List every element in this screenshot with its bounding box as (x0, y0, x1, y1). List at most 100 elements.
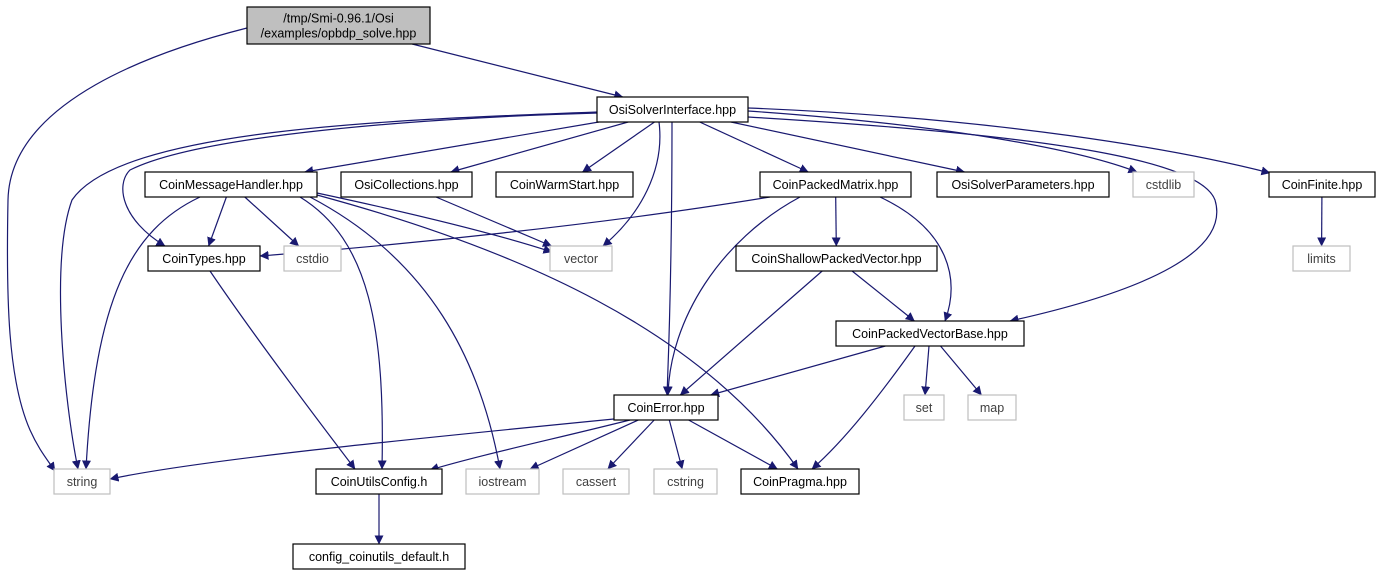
node-map: map (967, 394, 1017, 421)
node-root[interactable]: /tmp/Smi-0.96.1/Osi/examples/opbdp_solve… (246, 6, 431, 45)
node-coinerror[interactable]: CoinError.hpp (613, 394, 719, 421)
edge-osisolverinterface-to-coinerror (662, 121, 673, 396)
node-iostream: iostream (465, 468, 540, 495)
edge-coinerror-to-cassert (607, 419, 655, 470)
node-box-map (967, 394, 1017, 421)
node-box-coinwarmstart (495, 171, 634, 198)
node-set: set (903, 394, 945, 421)
node-box-coinfinite (1268, 171, 1376, 198)
edge-coinshallowpackedvector-to-coinpackedvectorbase (851, 270, 915, 322)
node-osisolverparameters[interactable]: OsiSolverParameters.hpp (936, 171, 1110, 198)
node-label-coinfinite: CoinFinite.hpp (1282, 178, 1363, 192)
node-label-coinutilsconfig: CoinUtilsConfig.h (331, 475, 428, 489)
edge-coinpackedvectorbase-to-set (921, 345, 931, 396)
node-label-limits: limits (1307, 252, 1335, 266)
node-osicollections[interactable]: OsiCollections.hpp (340, 171, 473, 198)
node-config_coinutils_default[interactable]: config_coinutils_default.h (292, 543, 466, 570)
node-box-cstring (653, 468, 718, 495)
node-coinwarmstart[interactable]: CoinWarmStart.hpp (495, 171, 634, 198)
node-label-cointypes: CoinTypes.hpp (162, 252, 245, 266)
node-label-osisolverinterface: OsiSolverInterface.hpp (609, 103, 736, 117)
edge-cointypes-to-coinutilsconfig (209, 270, 356, 470)
node-label-cstdlib: cstdlib (1146, 178, 1181, 192)
node-box-osisolverparameters (936, 171, 1110, 198)
node-label-cassert: cassert (576, 475, 617, 489)
node-label-coinerror: CoinError.hpp (627, 401, 704, 415)
node-box-config_coinutils_default (292, 543, 466, 570)
node-label-config_coinutils_default: config_coinutils_default.h (309, 550, 449, 564)
edge-osisolverinterface-to-coinpackedvectorbase (747, 116, 1218, 324)
edge-coinpackedmatrix-to-coinpackedvectorbase (879, 196, 953, 322)
edge-osisolverinterface-to-coinmessagehandler (304, 121, 600, 176)
node-label-coinpackedmatrix: CoinPackedMatrix.hpp (773, 178, 899, 192)
node-box-osicollections (340, 171, 473, 198)
node-cassert: cassert (562, 468, 630, 495)
node-cointypes[interactable]: CoinTypes.hpp (147, 245, 261, 272)
node-label-osisolverparameters: OsiSolverParameters.hpp (951, 178, 1094, 192)
node-box-cstdio (283, 245, 342, 272)
node-label-cstring: cstring (667, 475, 704, 489)
edge-osisolverinterface-to-osicollections (450, 121, 629, 175)
node-coinpragma[interactable]: CoinPragma.hpp (740, 468, 860, 495)
node-coinmessagehandler[interactable]: CoinMessageHandler.hpp (144, 171, 318, 198)
edge-osicollections-to-vector (435, 196, 552, 247)
edge-osisolverinterface-to-coinfinite (747, 107, 1271, 176)
node-label-coinmessagehandler: CoinMessageHandler.hpp (159, 178, 303, 192)
edge-osisolverinterface-to-cstdlib (747, 110, 1138, 174)
node-box-coinpackedvectorbase (835, 320, 1025, 347)
edge-coinpackedmatrix-to-coinerror (663, 196, 801, 396)
node-label-coinwarmstart: CoinWarmStart.hpp (510, 178, 619, 192)
edge-coinmessagehandler-to-cstdio (244, 196, 300, 247)
node-label-coinpackedvectorbase: CoinPackedVectorBase.hpp (852, 327, 1008, 341)
node-label-root: /tmp/Smi-0.96.1/Osi/examples/opbdp_solve… (261, 12, 417, 41)
node-box-string (53, 468, 111, 495)
edge-coinmessagehandler-to-cointypes (207, 196, 227, 247)
edge-osisolverinterface-to-vector (602, 121, 661, 247)
edge-osisolverinterface-to-cointypes (122, 112, 599, 247)
node-limits: limits (1292, 245, 1351, 272)
edge-coinmessagehandler-to-coinutilsconfig (299, 196, 387, 470)
node-box-set (903, 394, 945, 421)
edge-osisolverinterface-to-coinpackedmatrix (699, 121, 809, 173)
node-coinshallowpackedvector[interactable]: CoinShallowPackedVector.hpp (735, 245, 938, 272)
node-coinfinite[interactable]: CoinFinite.hpp (1268, 171, 1376, 198)
node-label-vector: vector (564, 252, 598, 266)
edge-coinpackedvectorbase-to-coinerror (710, 345, 886, 398)
edge-coinpackedvectorbase-to-map (940, 345, 982, 396)
node-coinutilsconfig[interactable]: CoinUtilsConfig.h (315, 468, 443, 495)
node-label-map: map (980, 401, 1004, 415)
node-box-cassert (562, 468, 630, 495)
node-coinpackedmatrix[interactable]: CoinPackedMatrix.hpp (759, 171, 912, 198)
edge-root-to-string (6, 27, 248, 472)
edge-coinerror-to-iostream (529, 419, 639, 470)
edge-root-to-osisolverinterface (411, 43, 624, 100)
node-box-limits (1292, 245, 1351, 272)
node-label-osicollections: OsiCollections.hpp (354, 178, 458, 192)
edge-coinmessagehandler-to-string (81, 196, 201, 470)
node-label-cstdio: cstdio (296, 252, 329, 266)
node-cstdio: cstdio (283, 245, 342, 272)
node-osisolverinterface[interactable]: OsiSolverInterface.hpp (596, 96, 749, 123)
node-box-coinshallowpackedvector (735, 245, 938, 272)
edge-coinpackedmatrix-to-coinshallowpackedvector (831, 196, 841, 247)
node-box-vector (549, 245, 613, 272)
nodes-layer: /tmp/Smi-0.96.1/Osi/examples/opbdp_solve… (53, 6, 1376, 570)
edge-coinmessagehandler-to-coinpragma (316, 194, 799, 470)
node-label-coinpragma: CoinPragma.hpp (753, 475, 847, 489)
edge-coinerror-to-coinpragma (688, 419, 778, 470)
node-cstring: cstring (653, 468, 718, 495)
edge-coinmessagehandler-to-iostream (309, 196, 503, 470)
node-box-root (246, 6, 431, 45)
node-box-coinpragma (740, 468, 860, 495)
node-coinpackedvectorbase[interactable]: CoinPackedVectorBase.hpp (835, 320, 1025, 347)
node-label-set: set (916, 401, 933, 415)
edge-coinmessagehandler-to-vector (316, 192, 553, 254)
node-box-iostream (465, 468, 540, 495)
node-box-cointypes (147, 245, 261, 272)
node-box-coinpackedmatrix (759, 171, 912, 198)
edge-osisolverinterface-to-string (59, 111, 599, 470)
node-box-coinerror (613, 394, 719, 421)
node-label-coinshallowpackedvector: CoinShallowPackedVector.hpp (751, 252, 921, 266)
edge-coinerror-to-string (109, 418, 615, 482)
